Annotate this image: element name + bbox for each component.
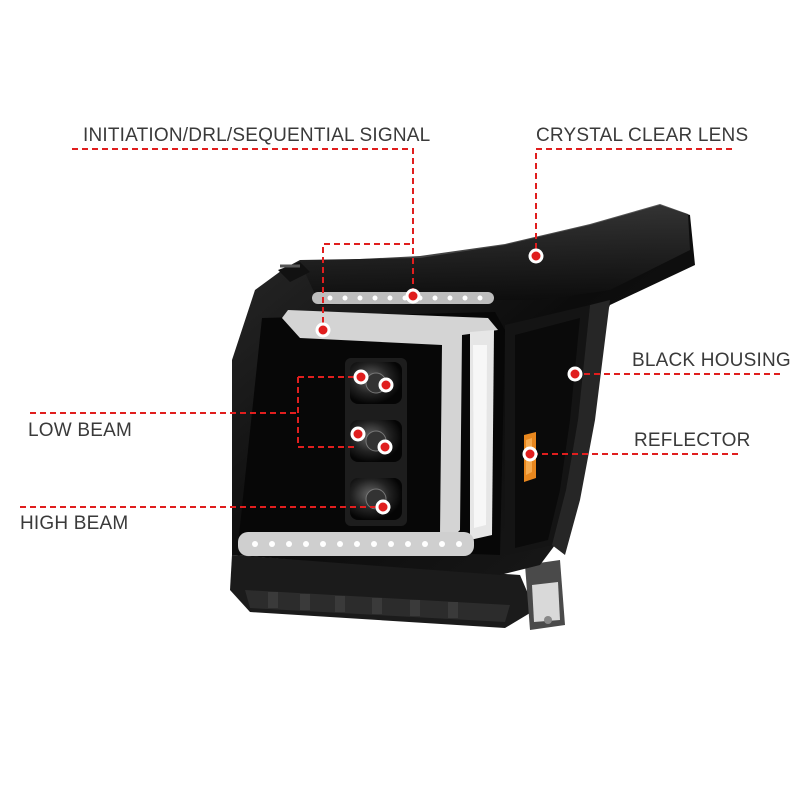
label-low-beam: LOW BEAM	[28, 420, 133, 441]
dot-top-drl	[405, 288, 421, 304]
dot-lowbeam-3	[350, 426, 366, 442]
label-high-beam: HIGH BEAM	[20, 513, 129, 534]
dot-lens	[528, 248, 544, 264]
c-light-guide	[282, 310, 498, 540]
dot-c-guide	[315, 322, 331, 338]
dot-lowbeam-2	[378, 377, 394, 393]
dot-lowbeam-1	[353, 369, 369, 385]
dot-lowbeam-4	[377, 439, 393, 455]
callout-dots	[315, 248, 583, 515]
label-black-housing: BLACK HOUSING	[632, 350, 791, 371]
callout-initiation-line	[72, 148, 414, 296]
callout-lines	[20, 148, 780, 508]
label-reflector: REFLECTOR	[634, 430, 751, 451]
label-initiation: INITIATION/DRL/SEQUENTIAL SIGNAL	[83, 125, 431, 146]
dot-highbeam	[375, 499, 391, 515]
dot-reflector	[522, 446, 538, 462]
callout-crystal-line	[535, 148, 732, 256]
label-crystal-clear-lens: CRYSTAL CLEAR LENS	[536, 125, 749, 146]
mounting-ribs	[268, 592, 458, 618]
dot-housing	[567, 366, 583, 382]
